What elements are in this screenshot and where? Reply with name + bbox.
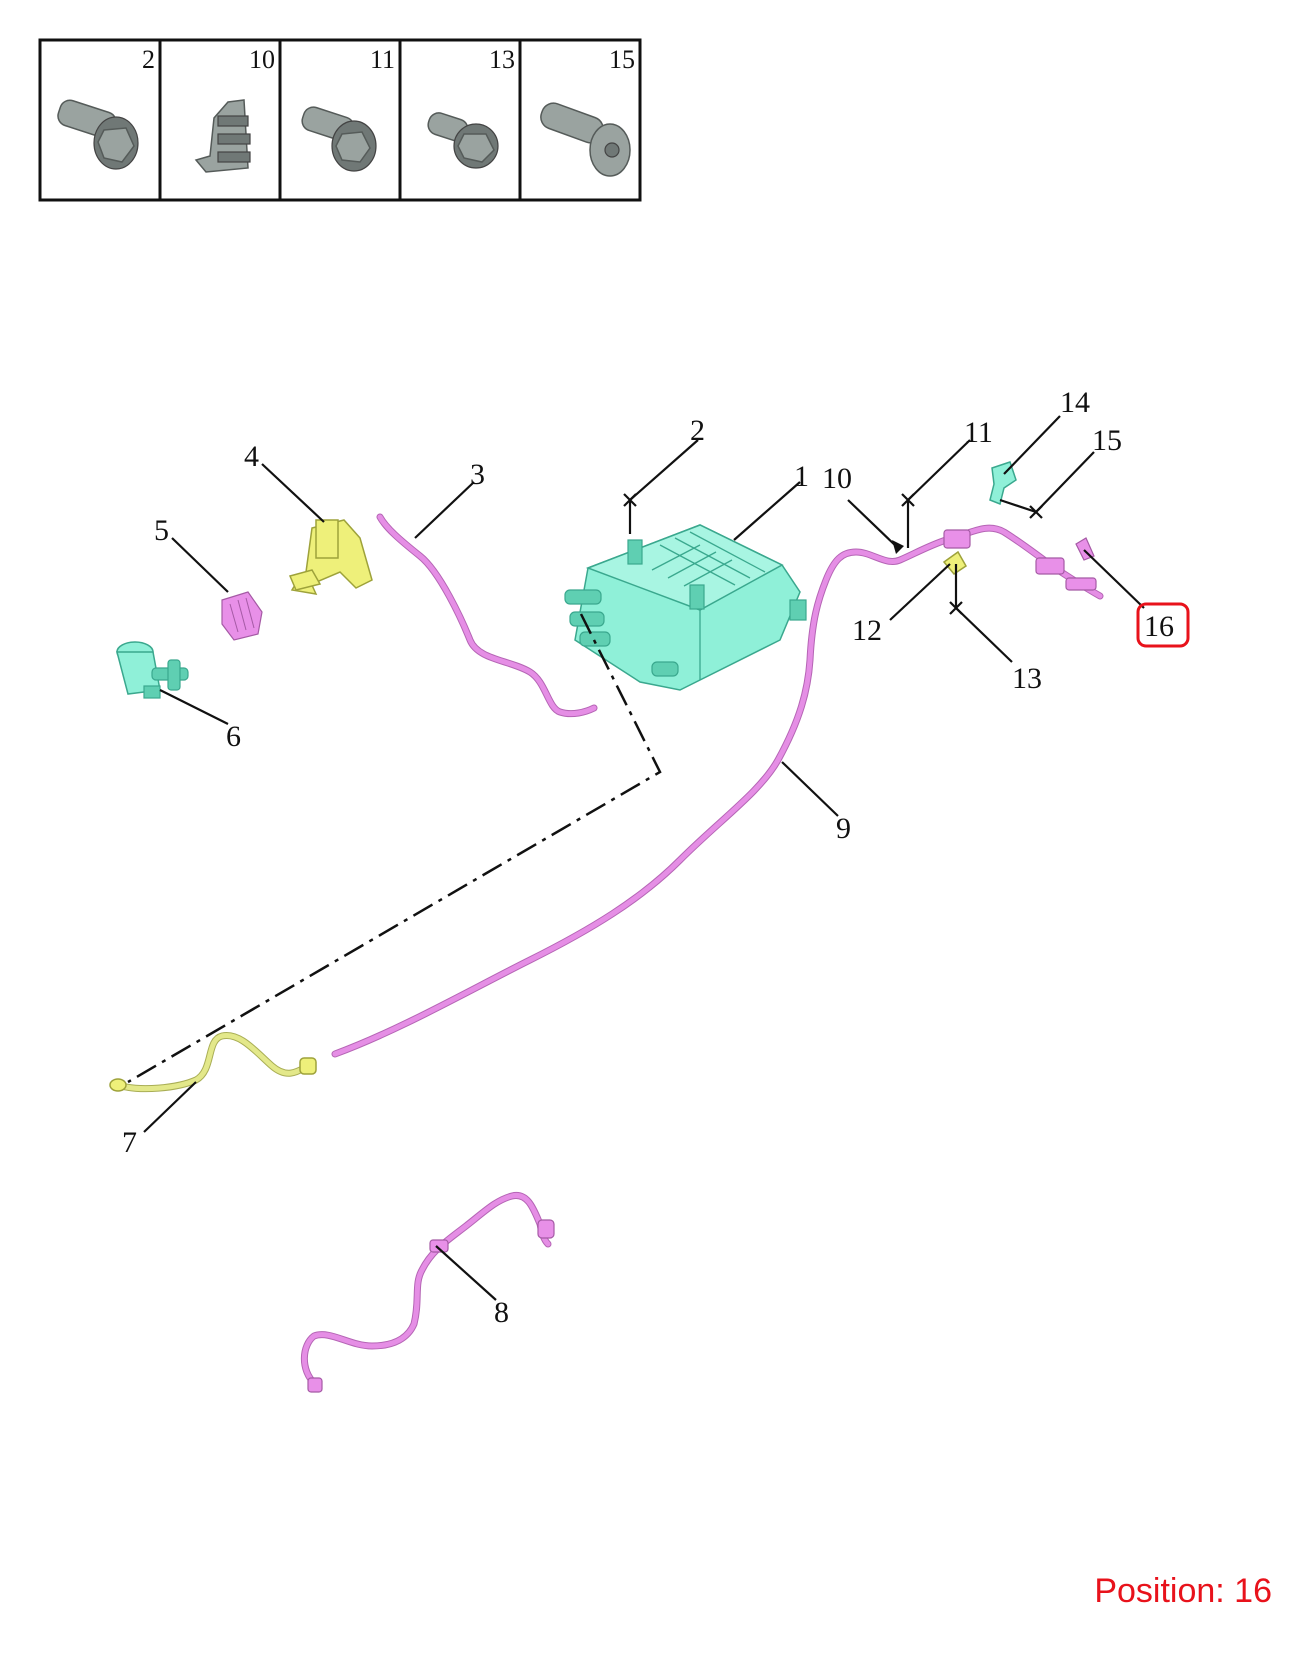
position-label: Position: 16 (1094, 1572, 1272, 1610)
fastener-table: 2 10 11 13 (38, 38, 642, 202)
callout-16-highlight (1136, 602, 1190, 648)
part-8-hose[interactable] (300, 1191, 555, 1393)
callout-6[interactable]: 6 (226, 720, 241, 753)
callout-14[interactable]: 14 (1060, 386, 1090, 419)
clip-icon (194, 99, 251, 173)
clip-arrow (892, 540, 904, 554)
callout-9[interactable]: 9 (836, 812, 851, 845)
callout-10[interactable]: 10 (822, 462, 852, 495)
table-cell-number: 2 (142, 45, 155, 74)
callout-4[interactable]: 4 (244, 440, 259, 473)
leader-lines (143, 415, 1145, 1301)
routing-dash-line (127, 613, 662, 1084)
callout-11[interactable]: 11 (964, 416, 993, 449)
part-12-clip[interactable] (942, 550, 967, 575)
callout-8[interactable]: 8 (494, 1296, 509, 1329)
callout-5[interactable]: 5 (154, 514, 169, 547)
callout-7[interactable]: 7 (122, 1126, 137, 1159)
part-5-connector[interactable] (221, 591, 263, 641)
part-3-pipe[interactable] (376, 513, 598, 718)
table-cell-11[interactable]: 11 (300, 45, 395, 172)
callout-1[interactable]: 1 (794, 460, 809, 493)
part-7-hose[interactable] (109, 1032, 317, 1093)
hex-flange-bolt-icon (301, 106, 377, 172)
callout-16[interactable]: 16 (1144, 610, 1174, 643)
part-9-line[interactable] (331, 524, 1104, 1058)
table-cell-number: 11 (370, 45, 395, 74)
table-cell-10[interactable]: 10 (194, 45, 275, 173)
callout-2[interactable]: 2 (690, 414, 705, 447)
table-cell-13[interactable]: 13 (426, 45, 515, 169)
hex-flange-bolt-icon (427, 112, 499, 169)
part-1-canister[interactable] (564, 524, 807, 691)
table-cell-number: 15 (609, 45, 635, 74)
part-6-valve[interactable] (116, 641, 189, 699)
callout-12[interactable]: 12 (852, 614, 882, 647)
part-14-clamp[interactable] (989, 461, 1017, 506)
table-cell-2[interactable]: 2 (55, 45, 155, 170)
callout-3[interactable]: 3 (470, 458, 485, 491)
torx-pan-bolt-icon (540, 102, 631, 177)
part-4-bracket[interactable] (288, 519, 373, 595)
callout-13[interactable]: 13 (1012, 662, 1042, 695)
fastener-markers (623, 493, 1043, 615)
hex-flange-bolt-icon (57, 99, 139, 170)
table-cell-number: 13 (489, 45, 515, 74)
callouts: 1 2 3 4 5 6 7 8 9 10 11 12 13 14 15 16 (122, 386, 1190, 1329)
table-cell-15[interactable]: 15 (537, 45, 635, 177)
callout-15[interactable]: 15 (1092, 424, 1122, 457)
table-cell-number: 10 (249, 45, 275, 74)
